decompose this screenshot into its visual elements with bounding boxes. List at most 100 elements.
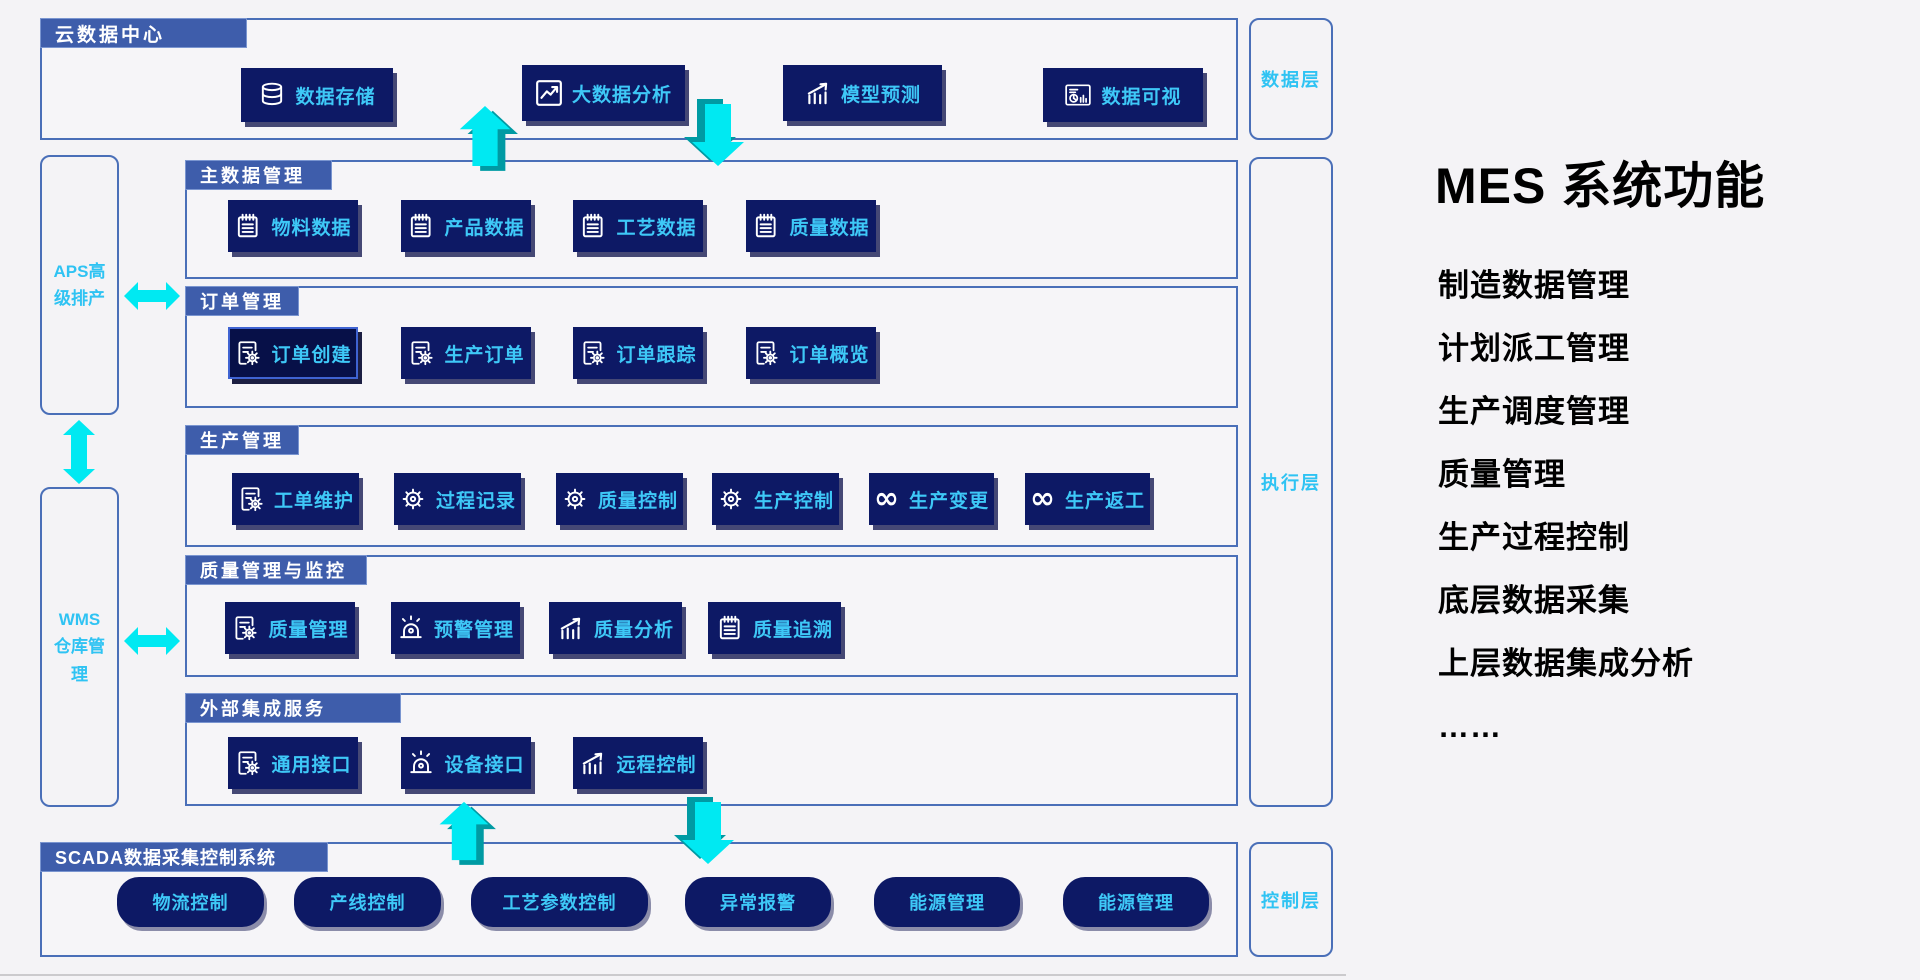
module-button-label: 生产订单 xyxy=(444,344,525,366)
module-button-label: 数据可视 xyxy=(1101,86,1182,108)
scada-pill[interactable]: 工艺参数控制 xyxy=(471,877,648,927)
module-button[interactable]: 模型预测 xyxy=(783,65,942,121)
scada-pill[interactable]: 异常报警 xyxy=(685,877,831,927)
doc-gear-icon xyxy=(579,339,607,367)
module-button-label: 质量管理 xyxy=(268,619,349,641)
section-panel-quality: 质量管理与监控质量管理预警管理质量分析质量追溯 xyxy=(185,555,1238,677)
module-button[interactable]: 数据可视 xyxy=(1043,68,1203,122)
scada-tab: SCADA数据采集控制系统 xyxy=(40,842,328,872)
mes-feature-item: 质量管理 xyxy=(1438,457,1566,492)
module-button-label: 订单概览 xyxy=(789,344,870,366)
layer-label-control: 控制层 xyxy=(1249,842,1333,957)
module-button[interactable]: 通用接口 xyxy=(228,737,358,789)
module-button-label: 过程记录 xyxy=(435,490,516,512)
section-panel-master-data: 主数据管理物料数据产品数据工艺数据质量数据 xyxy=(185,160,1238,279)
module-button[interactable]: 产品数据 xyxy=(401,200,531,252)
module-button-label: 生产控制 xyxy=(753,490,834,512)
wms-exchange-arrow xyxy=(124,622,180,660)
notepad-icon xyxy=(716,614,744,642)
mes-feature-item: 底层数据采集 xyxy=(1438,583,1630,618)
mes-feature-item: 生产调度管理 xyxy=(1438,394,1630,429)
module-button-label: 远程控制 xyxy=(616,754,697,776)
doc-gear-icon xyxy=(237,485,265,513)
mes-feature-list: 制造数据管理计划派工管理生产调度管理质量管理生产过程控制底层数据采集上层数据集成… xyxy=(1438,254,1694,758)
line-chart-icon xyxy=(535,79,563,107)
mes-feature-item: …… xyxy=(1438,709,1502,744)
gear-icon xyxy=(399,485,427,513)
gear-icon xyxy=(561,485,589,513)
alarm-icon xyxy=(407,749,435,777)
module-button[interactable]: 过程记录 xyxy=(394,473,521,525)
scada-pill[interactable]: 能源管理 xyxy=(874,877,1020,927)
bar-chart-arrow-icon xyxy=(804,79,832,107)
module-button-label: 订单创建 xyxy=(271,344,352,366)
module-button[interactable]: 大数据分析 xyxy=(522,65,685,121)
module-button[interactable]: 生产订单 xyxy=(401,327,531,379)
module-button[interactable]: 生产控制 xyxy=(712,473,839,525)
section-tab-order: 订单管理 xyxy=(185,286,299,316)
right-panel-title: MES 系统功能 xyxy=(1435,158,1766,214)
down-arrow-bottom xyxy=(674,797,738,866)
module-button[interactable]: ∞ 生产变更 xyxy=(869,473,994,525)
module-button[interactable]: 质量追溯 xyxy=(708,602,841,654)
database-icon xyxy=(258,81,286,109)
module-button[interactable]: 远程控制 xyxy=(573,737,703,789)
doc-gear-icon xyxy=(231,614,259,642)
module-button[interactable]: 设备接口 xyxy=(401,737,531,789)
notepad-icon xyxy=(579,212,607,240)
module-button[interactable]: 质量数据 xyxy=(746,200,876,252)
module-button[interactable]: 工单维护 xyxy=(232,473,359,525)
module-button[interactable]: 质量控制 xyxy=(556,473,683,525)
up-arrow-top xyxy=(455,104,518,171)
module-button-label: 大数据分析 xyxy=(571,84,672,106)
module-button-label: 质量控制 xyxy=(597,490,678,512)
cloud-data-center-panel: 云数据中心 数据存储大数据分析模型预测数据可视 xyxy=(40,18,1238,140)
wms-module-box: WMS仓库管理 xyxy=(40,487,119,807)
module-button[interactable]: 物料数据 xyxy=(228,200,358,252)
module-button[interactable]: 数据存储 xyxy=(241,68,393,122)
module-button-label: 生产返工 xyxy=(1064,490,1145,512)
bar-chart-arrow-icon xyxy=(557,614,585,642)
module-button-label: 物料数据 xyxy=(271,217,352,239)
module-button-label: 数据存储 xyxy=(295,86,376,108)
module-button-label: 生产变更 xyxy=(908,490,989,512)
module-button-label: 预警管理 xyxy=(433,619,514,641)
module-button-label: 模型预测 xyxy=(840,84,921,106)
infinity-icon: ∞ xyxy=(873,481,900,516)
section-panel-order: 订单管理订单创建 生产订单 订单跟踪 订单概览 xyxy=(185,286,1238,408)
bottom-divider xyxy=(0,974,1346,976)
mes-feature-item: 生产过程控制 xyxy=(1438,520,1630,555)
module-button[interactable]: 订单概览 xyxy=(746,327,876,379)
notepad-icon xyxy=(234,212,262,240)
module-button-label: 工单维护 xyxy=(273,490,354,512)
module-button-label: 设备接口 xyxy=(444,754,525,776)
notepad-icon xyxy=(407,212,435,240)
scada-pill[interactable]: 能源管理 xyxy=(1063,877,1209,927)
doc-gear-icon xyxy=(234,749,262,777)
scada-panel: SCADA数据采集控制系统 物流控制产线控制工艺参数控制异常报警能源管理能源管理 xyxy=(40,842,1238,957)
down-arrow-top xyxy=(684,99,748,168)
scada-pill[interactable]: 物流控制 xyxy=(117,877,264,927)
gear-icon xyxy=(717,485,745,513)
up-arrow-bottom xyxy=(434,800,496,865)
section-panel-production: 生产管理工单维护过程记录质量控制生产控制∞生产变更∞生产返工 xyxy=(185,425,1238,547)
module-button[interactable]: 质量分析 xyxy=(549,602,682,654)
module-button-label: 通用接口 xyxy=(271,754,352,776)
module-button[interactable]: 工艺数据 xyxy=(573,200,703,252)
layer-label-data: 数据层 xyxy=(1249,18,1333,140)
doc-gear-icon xyxy=(752,339,780,367)
mes-feature-item: 上层数据集成分析 xyxy=(1438,646,1694,681)
notepad-icon xyxy=(752,212,780,240)
scada-pill[interactable]: 产线控制 xyxy=(294,877,441,927)
section-tab-integration: 外部集成服务 xyxy=(185,693,401,723)
module-button[interactable]: 质量管理 xyxy=(225,602,355,654)
module-button[interactable]: 订单创建 xyxy=(228,327,358,379)
module-button-label: 质量追溯 xyxy=(752,619,833,641)
module-button-label: 产品数据 xyxy=(444,217,525,239)
module-button[interactable]: 预警管理 xyxy=(391,602,520,654)
module-button[interactable]: ∞生产返工 xyxy=(1025,473,1150,525)
aps-wms-exchange-arrow xyxy=(54,420,104,484)
module-button-label: 工艺数据 xyxy=(616,217,697,239)
module-button[interactable]: 订单跟踪 xyxy=(573,327,703,379)
